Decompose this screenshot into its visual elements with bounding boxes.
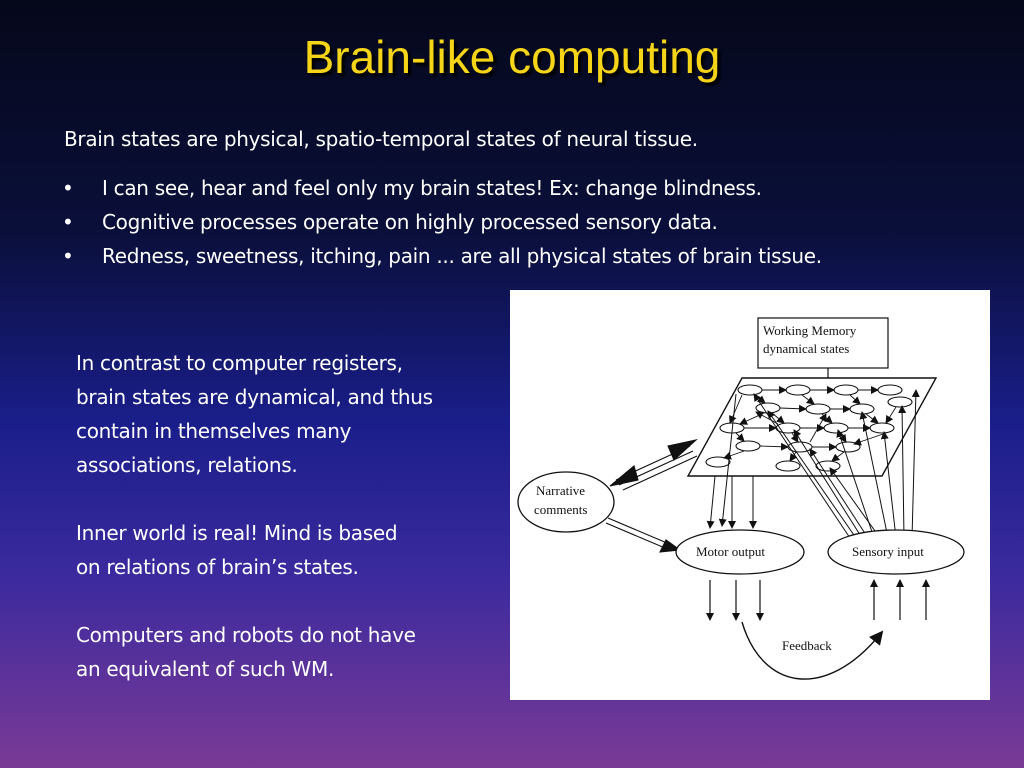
text-line: on relations of brain’s states. <box>76 555 359 579</box>
wm-to-motor-arrows <box>706 393 757 529</box>
wm-label-line1: Working Memory <box>763 323 857 338</box>
sensory-to-wm-arrows <box>753 389 920 539</box>
paragraph-contrast: In contrast to computer registers, brain… <box>76 346 506 482</box>
narrative-node <box>517 471 615 533</box>
side-text: In contrast to computer registers, brain… <box>76 346 506 686</box>
intro-text: Brain states are physical, spatio-tempor… <box>64 127 698 151</box>
text-line: In contrast to computer registers, <box>76 351 403 375</box>
text-line: Inner world is real! Mind is based <box>76 521 398 545</box>
sensory-up-arrows <box>870 579 930 620</box>
paragraph-inner-world: Inner world is real! Mind is based on re… <box>76 516 506 584</box>
working-memory-diagram: Working Memory dynamical states <box>510 290 990 700</box>
wm-label-line2: dynamical states <box>763 341 849 356</box>
bullet-list: • I can see, hear and feel only my brain … <box>62 176 822 278</box>
text-line: contain in themselves many <box>76 419 352 443</box>
slide-title: Brain-like computing <box>303 31 721 83</box>
text-line: associations, relations. <box>76 453 298 477</box>
text-line: an equivalent of such WM. <box>76 657 334 681</box>
motor-output-node <box>675 529 805 575</box>
narrative-label-1: Narrative <box>536 483 585 498</box>
wm-label-box <box>757 317 889 369</box>
list-item: • Redness, sweetness, itching, pain ... a… <box>62 244 822 278</box>
list-item: • I can see, hear and feel only my brain … <box>62 176 822 210</box>
wm-narrative-double-arrow <box>609 439 698 491</box>
bullet-text: I can see, hear and feel only my brain s… <box>102 176 762 200</box>
motor-down-arrows <box>706 580 764 621</box>
narrative-label-2: comments <box>534 502 587 517</box>
motor-output-label: Motor output <box>696 544 765 559</box>
feedback-curve <box>741 621 884 680</box>
sensory-input-label: Sensory input <box>852 544 924 559</box>
wm-plane <box>686 377 938 477</box>
bullet-marker: • <box>62 244 74 268</box>
text-line: brain states are dynamical, and thus <box>76 385 433 409</box>
bullet-marker: • <box>62 210 74 234</box>
bullet-marker: • <box>62 176 74 200</box>
sensory-input-node <box>827 529 965 575</box>
bullet-text: Redness, sweetness, itching, pain ... ar… <box>102 244 822 268</box>
narrative-motor-arrow <box>605 517 682 553</box>
text-line: Computers and robots do not have <box>76 623 416 647</box>
diagram-svg: Working Memory dynamical states <box>517 317 965 680</box>
bullet-text: Cognitive processes operate on highly pr… <box>102 210 718 234</box>
list-item: • Cognitive processes operate on highly p… <box>62 210 822 244</box>
feedback-label: Feedback <box>782 638 832 653</box>
paragraph-computers: Computers and robots do not have an equi… <box>76 618 506 686</box>
